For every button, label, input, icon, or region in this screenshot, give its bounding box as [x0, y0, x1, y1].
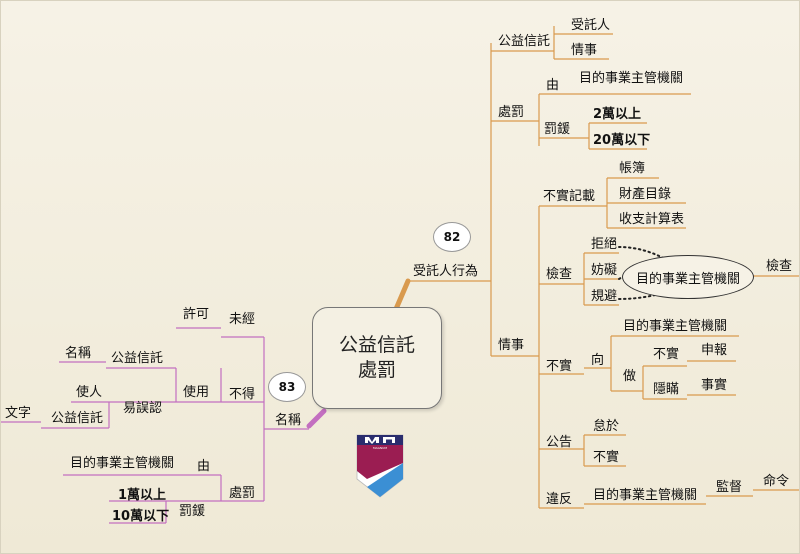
callout-83: 83 — [268, 372, 306, 402]
node-make-people[interactable]: 使人 — [76, 385, 103, 400]
node-income-statement[interactable]: 收支計算表 — [619, 212, 685, 227]
logo-shield-icon: MAGNUM — [356, 434, 404, 498]
node-refuse[interactable]: 拒絕 — [591, 237, 618, 252]
node-false-record[interactable]: 不實記載 — [543, 189, 596, 204]
central-topic[interactable]: 公益信託 處罰 — [312, 307, 442, 409]
node-authority-left[interactable]: 目的事業主管機關 — [70, 456, 175, 471]
node-text[interactable]: 文字 — [5, 406, 32, 421]
node-by-left[interactable]: 由 — [197, 459, 211, 474]
node-trustee[interactable]: 受託人 — [571, 18, 611, 33]
node-ledger[interactable]: 帳簿 — [619, 161, 646, 176]
node-to[interactable]: 向 — [591, 353, 605, 368]
node-authority-1[interactable]: 目的事業主管機關 — [579, 71, 684, 86]
callout-82: 82 — [433, 222, 471, 252]
central-topic-line1: 公益信託 — [338, 334, 415, 356]
node-order[interactable]: 命令 — [763, 474, 790, 489]
node-fine-left[interactable]: 罰鍰 — [179, 504, 206, 519]
node-without[interactable]: 未經 — [229, 312, 256, 327]
node-report[interactable]: 申報 — [701, 343, 728, 358]
node-false[interactable]: 不實 — [546, 359, 573, 374]
node-penalty-right[interactable]: 處罰 — [498, 105, 525, 120]
node-false-2[interactable]: 不實 — [653, 347, 680, 362]
node-permit[interactable]: 許可 — [183, 307, 210, 322]
node-false-3[interactable]: 不實 — [593, 450, 620, 465]
node-name-root[interactable]: 名稱 — [275, 413, 302, 428]
central-topic-line2: 處罰 — [357, 359, 396, 381]
left-branch-lines — [1, 327, 327, 524]
node-violate[interactable]: 違反 — [546, 492, 573, 507]
node-fine-min-left[interactable]: 1萬以上 — [118, 488, 167, 503]
node-property-list[interactable]: 財產目錄 — [619, 187, 672, 202]
node-matters[interactable]: 情事 — [498, 338, 525, 353]
node-authority-3[interactable]: 目的事業主管機關 — [593, 488, 698, 503]
node-announce[interactable]: 公告 — [546, 435, 573, 450]
node-neglect[interactable]: 怠於 — [593, 419, 620, 434]
right-branch-lines — [393, 26, 799, 509]
node-obstruct[interactable]: 妨礙 — [591, 263, 618, 278]
node-public-trust[interactable]: 公益信託 — [498, 34, 551, 49]
node-do[interactable]: 做 — [623, 369, 637, 384]
node-fine-min-right[interactable]: 2萬以上 — [593, 107, 642, 122]
node-trustee-behavior[interactable]: 受託人行為 — [413, 264, 479, 279]
node-authority-2[interactable]: 目的事業主管機關 — [623, 319, 728, 334]
node-use[interactable]: 使用 — [183, 385, 210, 400]
node-inspect-end[interactable]: 檢查 — [766, 259, 793, 274]
node-penalty-left[interactable]: 處罰 — [229, 486, 256, 501]
node-name-left[interactable]: 名稱 — [65, 346, 92, 361]
node-evade[interactable]: 規避 — [591, 289, 618, 304]
node-public-trust-left-2[interactable]: 公益信託 — [51, 411, 104, 426]
node-inspection[interactable]: 檢查 — [546, 267, 573, 282]
node-matter[interactable]: 情事 — [571, 43, 598, 58]
node-by-right[interactable]: 由 — [546, 78, 560, 93]
node-public-trust-left[interactable]: 公益信託 — [111, 351, 164, 366]
node-misleading[interactable]: 易誤認 — [123, 401, 163, 416]
node-must-not[interactable]: 不得 — [229, 387, 256, 402]
node-fact[interactable]: 事實 — [701, 378, 728, 393]
node-fine-max-left[interactable]: 10萬以下 — [112, 509, 170, 524]
node-conceal[interactable]: 隱瞞 — [653, 382, 680, 397]
node-supervise[interactable]: 監督 — [716, 480, 743, 495]
node-fine-max-right[interactable]: 20萬以下 — [593, 133, 651, 148]
logo-text: MAGNUM — [373, 446, 387, 450]
node-fine-right[interactable]: 罰鍰 — [544, 122, 571, 137]
node-authority-oval[interactable]: 目的事業主管機關 — [622, 255, 754, 299]
